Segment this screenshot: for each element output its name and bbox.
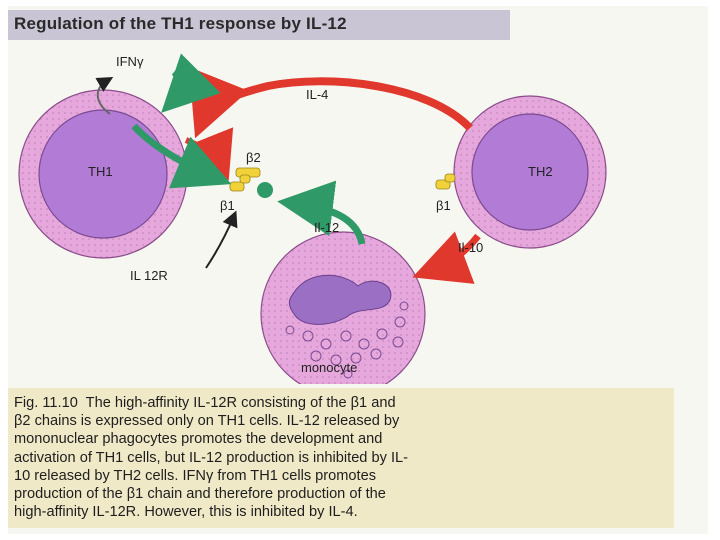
il12r-pointer-arrow <box>206 216 234 268</box>
il12r-label: IL 12R <box>130 268 168 283</box>
th2-beta1-receptor <box>436 174 455 189</box>
monocyte-label: monocyte <box>301 360 357 375</box>
ifn-gamma-label: IFNγ <box>116 54 144 69</box>
ifn-gamma-arrow <box>174 72 182 98</box>
beta1-label-th1: β1 <box>220 198 235 213</box>
caption-line: Fig. 11.10 The high-affinity IL-12R cons… <box>14 394 674 412</box>
caption-line: mononuclear phagocytes promotes the deve… <box>14 430 674 448</box>
figure-caption: Fig. 11.10 The high-affinity IL-12R cons… <box>14 394 674 521</box>
caption-line: production of the β1 chain and therefore… <box>14 485 674 503</box>
il4-arrow <box>204 81 470 128</box>
beta1-label-th2: β1 <box>436 198 451 213</box>
th2-label: TH2 <box>528 164 553 179</box>
il12-molecule <box>257 182 273 198</box>
regulation-diagram: TH1 TH2 monocyte IL-4 <box>8 44 698 384</box>
beta2-label: β2 <box>246 150 261 165</box>
il10-label: Il-10 <box>458 240 483 255</box>
il12r-beta1-receptor <box>230 175 250 191</box>
caption-line: 10 released by TH2 cells. IFNγ from TH1 … <box>14 467 674 485</box>
il4-to-receptor-arrow <box>186 140 222 164</box>
caption-line: activation of TH1 cells, but IL-12 produ… <box>14 449 674 467</box>
il12-label: Il-12 <box>314 220 339 235</box>
caption-line: β2 chains is expressed only on TH1 cells… <box>14 412 674 430</box>
il4-label: IL-4 <box>306 87 328 102</box>
caption-line: high-affinity IL-12R. However, this is i… <box>14 503 674 521</box>
figure-title: Regulation of the TH1 response by IL-12 <box>14 14 347 34</box>
th1-label: TH1 <box>88 164 113 179</box>
